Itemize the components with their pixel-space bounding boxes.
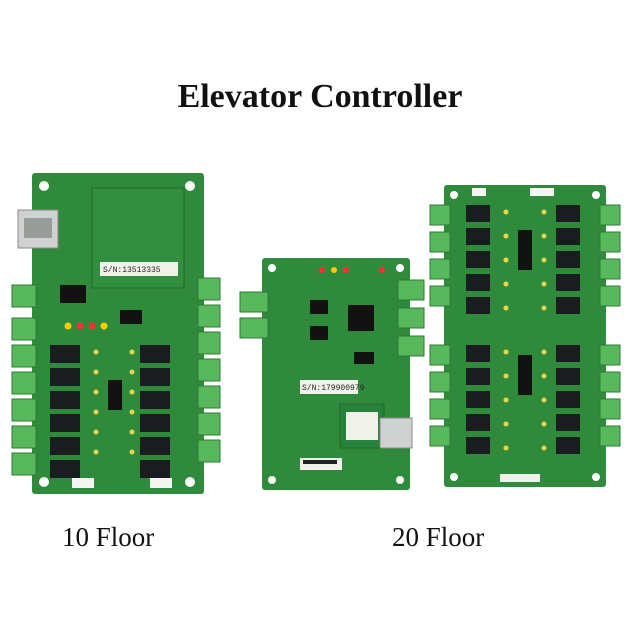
serial-label: S/N:179900979	[302, 384, 365, 393]
relay-board-20-floor	[429, 185, 621, 487]
controller-board-10-floor: S/N:13513335	[11, 173, 221, 494]
caption-20-floor: 20 Floor	[392, 522, 485, 552]
page-title: Elevator Controller	[177, 78, 463, 115]
controller-board-20-floor-main: S/N:179900979	[239, 258, 425, 490]
caption-10-floor: 10 Floor	[62, 522, 155, 552]
serial-label: S/N:13513335	[103, 266, 161, 275]
